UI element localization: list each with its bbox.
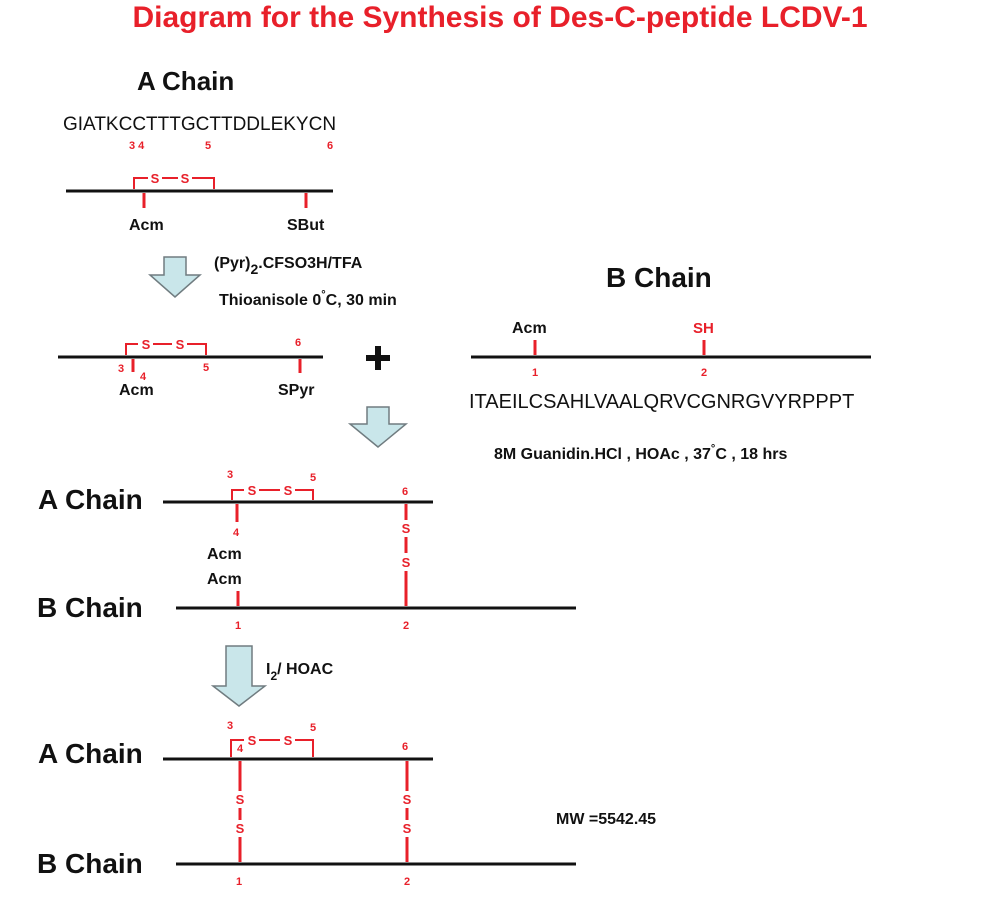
a-chain-protected: S S Acm SBut: [66, 171, 333, 234]
position-2: 2: [404, 876, 410, 888]
plus-icon: [366, 346, 390, 370]
a-seq-number-3-4: 3 4: [129, 140, 145, 152]
b-chain-label: B Chain: [37, 848, 143, 879]
disulfide-bracket-right: [192, 177, 215, 189]
step2-conditions: 8M Guanidin.HCl , HOAc , 37°C , 18 hrs: [494, 443, 787, 463]
down-arrow-icon: [210, 645, 268, 707]
final-a-chain: 3 5 6 S S 4: [163, 720, 433, 761]
sulfur-label: S: [176, 337, 185, 352]
position-4: 4: [233, 527, 240, 539]
position-1: 1: [532, 367, 538, 379]
position-2: 2: [701, 367, 707, 379]
sulfur-label: S: [403, 792, 412, 807]
sulfur-label: S: [181, 171, 190, 186]
position-3: 3: [227, 720, 233, 732]
down-arrow-icon: [347, 406, 409, 448]
intermediate-a-chain: 3 5 6 S S 4 Acm: [163, 469, 433, 563]
a-chain-heading: A Chain: [137, 66, 234, 96]
molecular-weight: MW =5542.45: [556, 811, 656, 828]
position-3: 3: [227, 469, 233, 481]
a-chain-sequence: GIATKCCTTTGCTTDDLEKYCN: [63, 114, 336, 135]
position-5: 5: [310, 722, 316, 734]
sulfur-label: S: [248, 733, 257, 748]
sh-label: SH: [693, 320, 714, 337]
step1-conditions: Thioanisole 0°C, 30 min: [219, 289, 397, 309]
a-chain-activated: S S 6 3 4 5 Acm SPyr: [58, 337, 323, 399]
sulfur-label: S: [284, 483, 293, 498]
acm-label-a: Acm: [207, 546, 242, 563]
a-seq-number-5: 5: [205, 140, 211, 152]
disulfide-bracket-right: [187, 343, 207, 355]
sulfur-label: S: [284, 733, 293, 748]
sbut-label: SBut: [287, 217, 325, 234]
disulfide-bracket-right: [295, 489, 314, 500]
b-chain-protected: Acm SH 1 2: [471, 320, 871, 379]
acm-label-b: Acm: [207, 571, 242, 588]
sulfur-label: S: [151, 171, 160, 186]
disulfide-bracket-right: [295, 739, 314, 757]
position-4: 4: [237, 743, 244, 755]
disulfide-bracket-left: [230, 739, 244, 757]
spyr-label: SPyr: [278, 382, 314, 399]
sulfur-label: S: [248, 483, 257, 498]
a-seq-number-6: 6: [327, 140, 333, 152]
b-chain-label: B Chain: [37, 592, 143, 623]
sulfur-label: S: [402, 555, 411, 570]
disulfide-bracket-left: [125, 343, 138, 355]
position-5: 5: [203, 362, 209, 374]
position-2: 2: [403, 620, 409, 632]
acm-label: Acm: [119, 382, 154, 399]
disulfide-bracket-left: [231, 489, 244, 500]
intermediate-b-chain: Acm 1 2: [176, 571, 576, 632]
sulfur-label: S: [236, 821, 245, 836]
position-3: 3: [118, 363, 124, 375]
sulfur-label: S: [142, 337, 151, 352]
position-6: 6: [402, 486, 408, 498]
position-6: 6: [295, 337, 301, 349]
a-chain-label: A Chain: [38, 738, 143, 769]
diagram-title: Diagram for the Synthesis of Des-C-pepti…: [132, 1, 867, 34]
position-1: 1: [236, 876, 242, 888]
step1-reagent: (Pyr)2.CFSO3H/TFA: [214, 255, 363, 277]
final-b-chain: 1 2: [176, 862, 576, 888]
interchain-disulfide-4-1: S S: [236, 761, 245, 862]
position-5: 5: [310, 472, 316, 484]
b-chain-sequence: ITAEILCSAHLVAALQRVCGNRGVYRPPPT: [469, 391, 854, 413]
a-chain-label: A Chain: [38, 484, 143, 515]
disulfide-bracket-left: [133, 177, 148, 189]
b-chain-heading: B Chain: [606, 262, 712, 293]
sulfur-label: S: [402, 521, 411, 536]
sulfur-label: S: [403, 821, 412, 836]
down-arrow-icon: [148, 256, 202, 298]
acm-label: Acm: [129, 217, 164, 234]
interchain-disulfide-6-2: S S: [403, 761, 412, 862]
position-4: 4: [140, 371, 147, 383]
sulfur-label: S: [236, 792, 245, 807]
acm-label: Acm: [512, 320, 547, 337]
step3-conditions: I2/ HOAC: [266, 661, 334, 683]
position-6: 6: [402, 741, 408, 753]
interchain-disulfide: S S: [402, 504, 411, 606]
position-1: 1: [235, 620, 241, 632]
